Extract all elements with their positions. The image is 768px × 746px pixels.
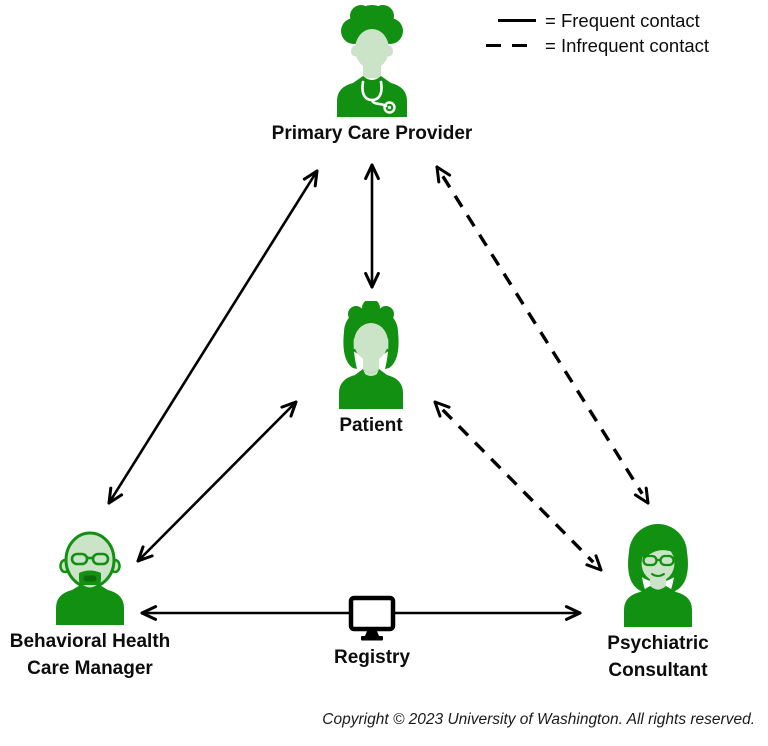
node-registry: Registry	[292, 595, 452, 671]
legend-item-infrequent: = Infrequent contact	[486, 34, 709, 57]
psychiatric-consultant-icon	[624, 524, 692, 627]
node-label-registry: Registry	[333, 647, 411, 668]
legend-label-frequent: = Frequent contact	[545, 9, 700, 31]
copyright-text: Copyright © 2023 University of Washingto…	[322, 711, 755, 728]
node-label-psychiatric-line1: Psychiatric	[607, 633, 709, 654]
solid-line-sample	[498, 19, 536, 22]
node-label-primary-care-provider: Primary Care Provider	[271, 123, 473, 144]
node-label-psychiatric-line2: Consultant	[608, 660, 708, 681]
legend: = Frequent contact = Infrequent contact	[486, 9, 709, 57]
node-primary-care-provider: Primary Care Provider	[252, 4, 492, 147]
arrow-primary-care-provider--behavioral-health-care-manager	[107, 169, 319, 505]
node-label-patient: Patient	[339, 415, 403, 436]
arrow-patient--behavioral-health-care-manager	[136, 400, 298, 563]
node-label-behavioral-health-line2: Care Manager	[27, 658, 153, 679]
behavioral-health-care-manager-icon	[56, 531, 124, 625]
node-label-behavioral-health-line1: Behavioral Health	[9, 631, 171, 652]
arrow-primary-care-provider--psychiatric-consultant	[435, 165, 650, 505]
registry-monitor-icon	[348, 595, 396, 641]
dashed-line-sample	[486, 44, 536, 47]
node-patient: Patient	[271, 301, 471, 439]
node-behavioral-health-care-manager: Behavioral Health Care Manager	[0, 529, 180, 682]
arrow-patient--psychiatric-consultant	[433, 400, 603, 572]
arrow-primary-care-provider--patient	[364, 163, 380, 289]
patient-icon	[339, 301, 403, 409]
legend-item-frequent: = Frequent contact	[486, 9, 709, 32]
node-psychiatric-consultant: Psychiatric Consultant	[558, 522, 758, 684]
legend-label-infrequent: = Infrequent contact	[545, 34, 710, 56]
primary-care-provider-icon	[337, 5, 407, 117]
